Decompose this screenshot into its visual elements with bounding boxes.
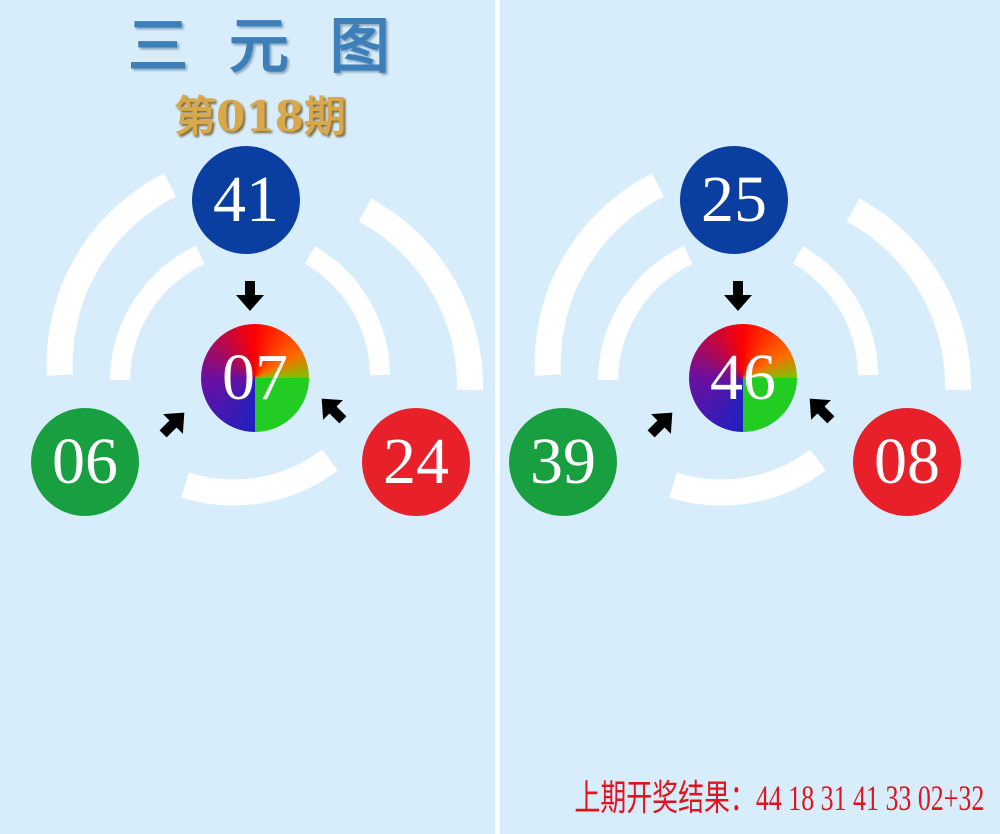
ball-left: 06 bbox=[31, 408, 139, 516]
curved-arrow-icon bbox=[358, 198, 484, 391]
ball-right: 08 bbox=[853, 408, 961, 516]
title: 三 元 图 bbox=[128, 12, 400, 82]
arrow-icon bbox=[236, 281, 264, 311]
left-panel: 41 07 06 24 bbox=[0, 0, 496, 834]
arrow-icon bbox=[321, 398, 347, 424]
ball-center: 07 bbox=[201, 324, 309, 432]
curved-arrow-icon bbox=[846, 198, 972, 391]
curved-arrow-icon bbox=[598, 245, 693, 381]
arrow-diagram bbox=[46, 173, 484, 506]
ball-top: 41 bbox=[192, 146, 300, 254]
ball-top: 25 bbox=[680, 146, 788, 254]
last-result: 上期开奖结果：44 18 31 41 33 02+32 bbox=[574, 778, 984, 818]
curved-arrow-icon bbox=[669, 449, 826, 506]
curved-arrow-icon bbox=[181, 449, 338, 506]
arrow-icon bbox=[647, 412, 673, 438]
curved-arrow-icon bbox=[304, 246, 390, 376]
curved-arrow-icon bbox=[534, 173, 664, 376]
arrow-icon bbox=[159, 412, 185, 438]
curved-arrow-icon bbox=[792, 246, 878, 376]
ball-left: 39 bbox=[509, 408, 617, 516]
issue-number: 第018期 bbox=[174, 92, 346, 141]
right-panel: 25 46 39 08 bbox=[500, 0, 1000, 834]
curved-arrow-icon bbox=[46, 173, 176, 376]
arrow-icon bbox=[809, 398, 835, 424]
curved-arrow-icon bbox=[110, 245, 205, 381]
divider bbox=[495, 0, 500, 834]
arrow-diagram bbox=[534, 173, 972, 506]
arrow-icon bbox=[724, 281, 752, 311]
ball-right: 24 bbox=[362, 408, 470, 516]
ball-center: 46 bbox=[689, 324, 797, 432]
